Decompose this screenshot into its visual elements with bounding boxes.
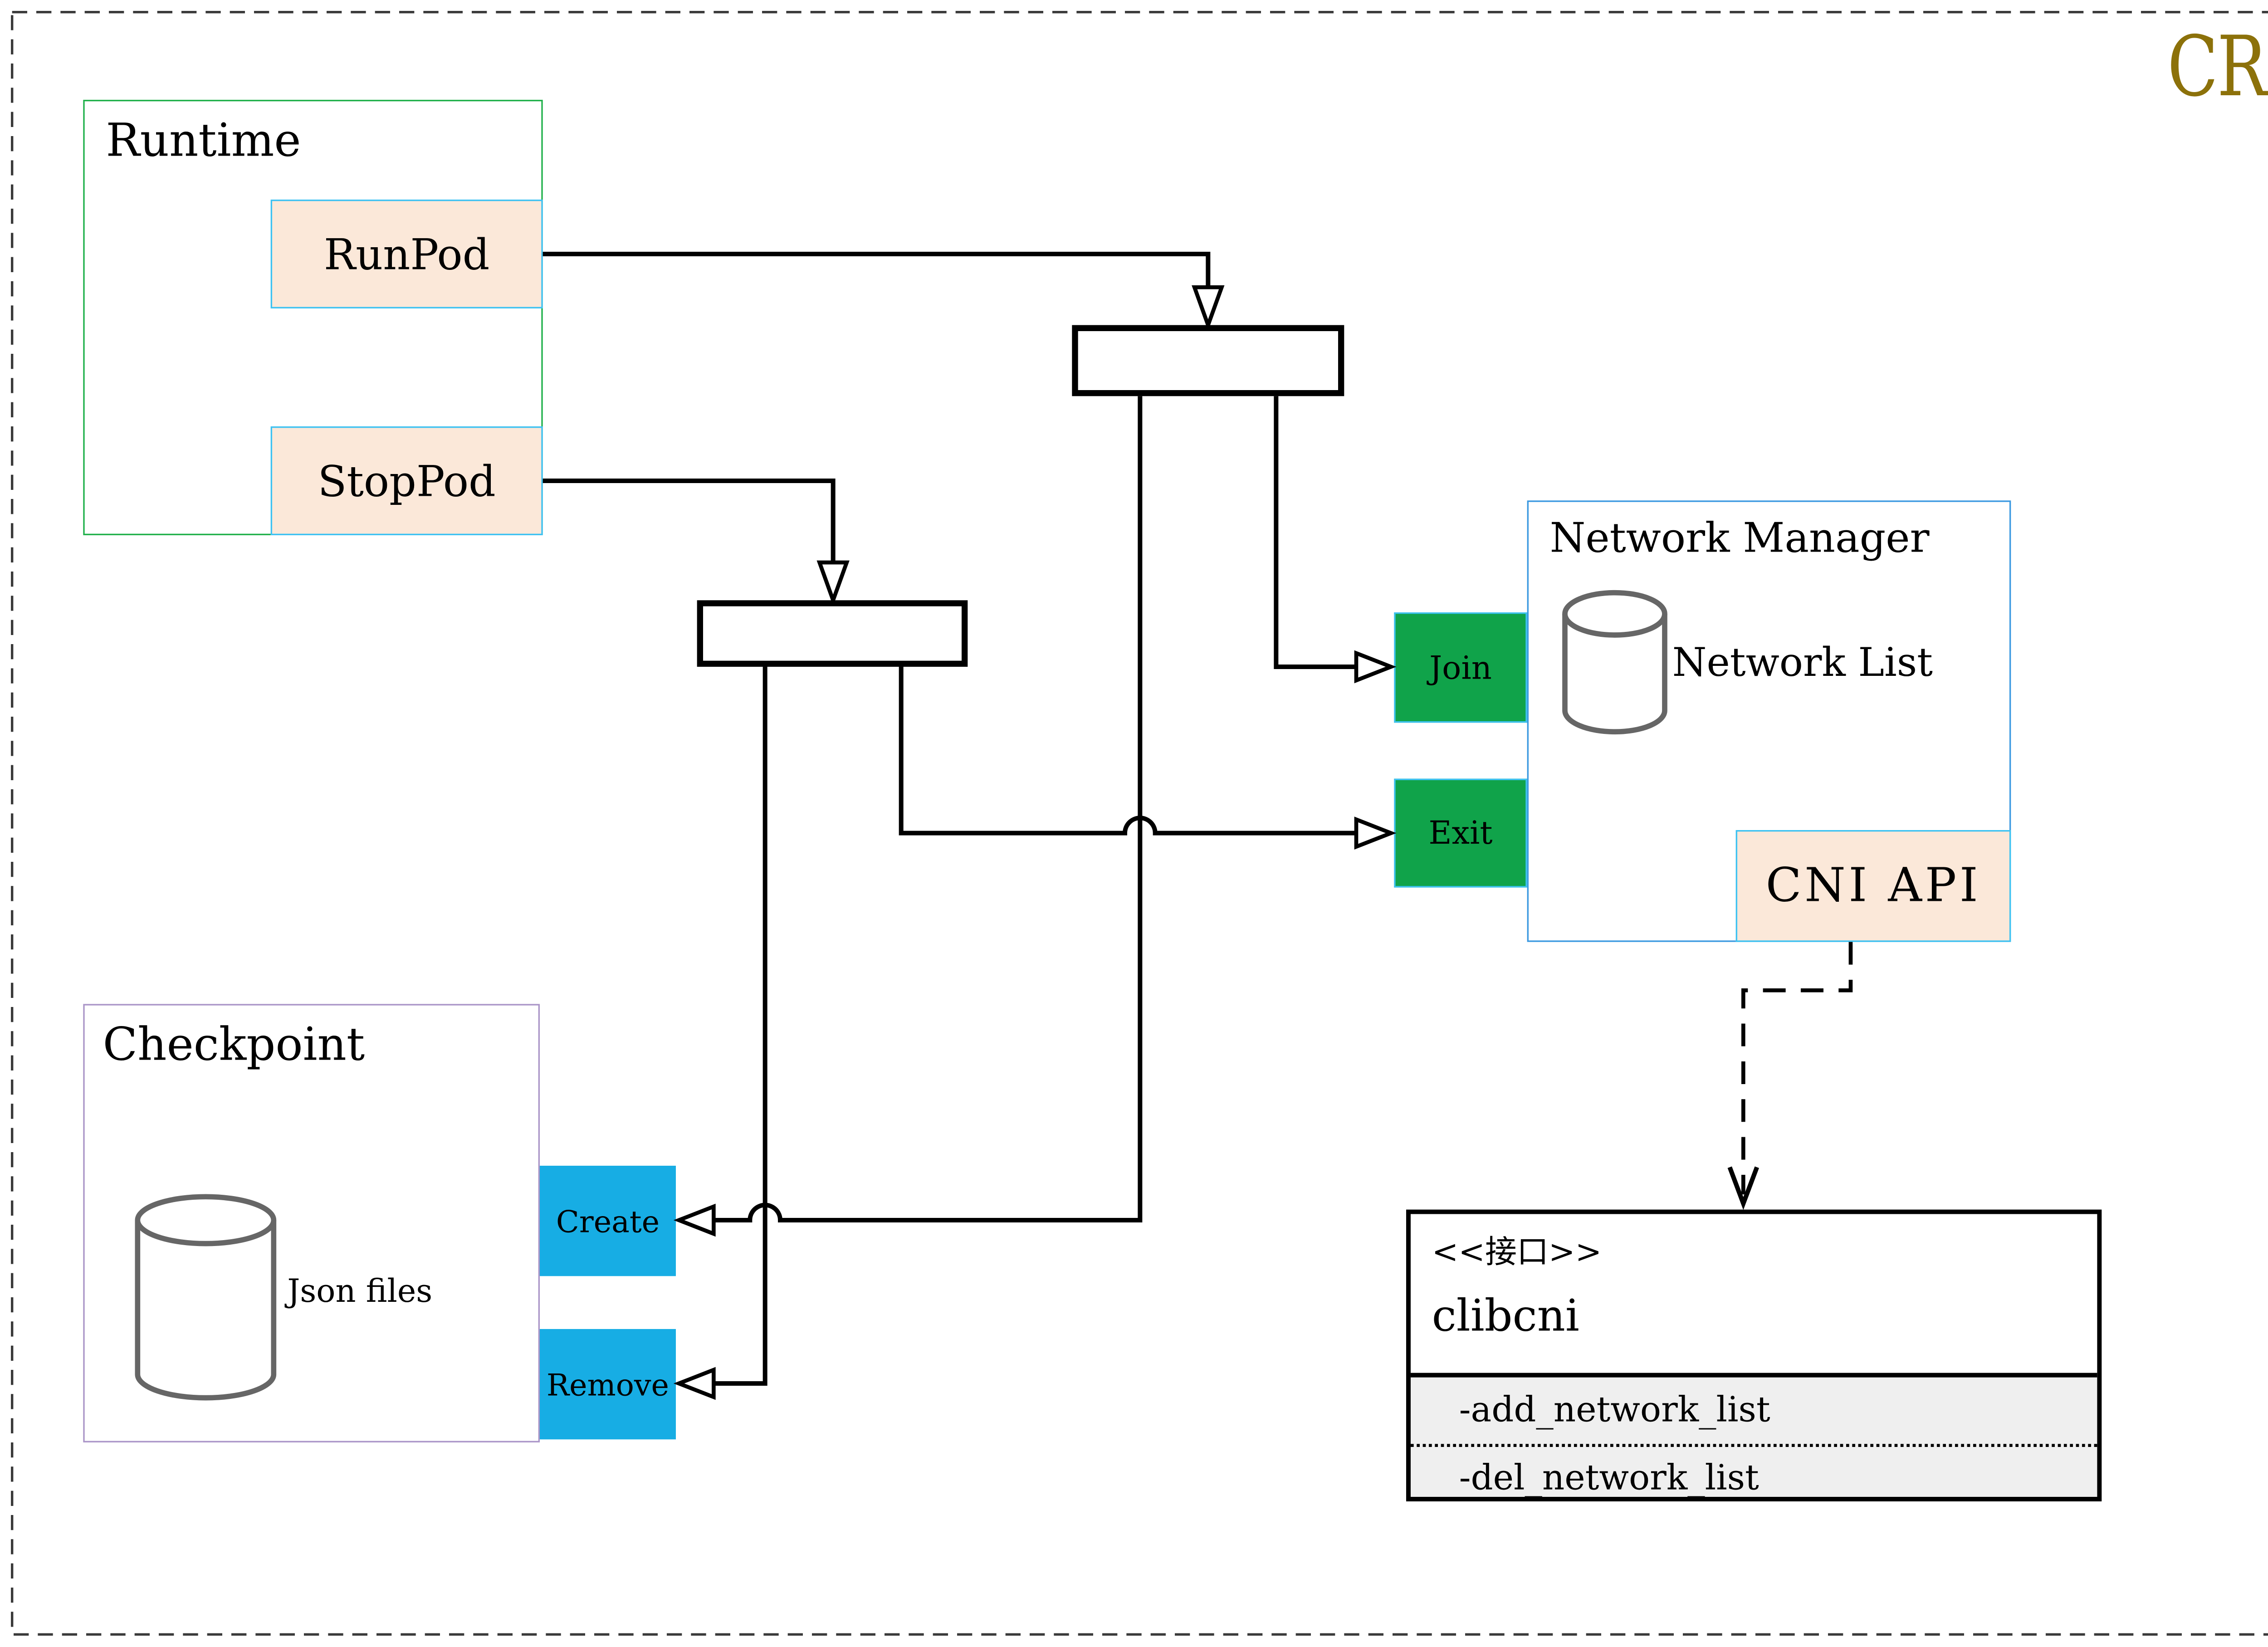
arrowhead-right-exit [1354,816,1397,850]
remove-node: Remove [539,1329,676,1440]
connector-bar2-to-remove [714,666,767,1386]
connector-bar1-to-join [1274,396,1358,669]
connector-stoppod-to-bar [543,478,836,564]
interface-stereotype: <<接口>> [1432,1233,1602,1270]
create-label: Create [556,1202,660,1239]
join-node: Join [1394,612,1527,723]
json-files-label: Json files [287,1273,433,1310]
cni-api-label: CNI API [1765,859,1981,914]
arrowhead-down-bar2 [816,560,850,606]
clibcni-interface-box: <<接口>> clibcni -add_network_list -del_ne… [1406,1209,2102,1501]
runtime-title: Runtime [106,115,301,168]
join-label: Join [1429,649,1492,686]
arrowhead-left-create [673,1203,716,1237]
connector-runpod-to-bar [543,251,1211,289]
runpod-node: RunPod [270,199,543,308]
network-list-label: Network List [1672,641,1933,687]
clibcni-name: clibcni [1432,1290,1579,1341]
create-node: Create [539,1165,676,1276]
checkpoint-title: Checkpoint [103,1019,365,1072]
arrowhead-right-join [1354,650,1397,684]
clibcni-method-section: -add_network_list -del_network_list [1410,1373,2097,1498]
arrowhead-down-bar1 [1192,285,1225,331]
cni-api-node: CNI API [1735,830,2011,942]
arrowhead-left-remove [673,1367,716,1400]
method-del-label: -del_network_list [1459,1458,1759,1498]
json-files-database-icon [135,1194,277,1401]
method-add-network-list: -add_network_list [1411,1378,2097,1444]
runpod-label: RunPod [323,229,490,279]
clibcni-header: <<接口>> clibcni [1410,1214,2097,1373]
arrowhead-open-clibcni [1727,1166,1759,1210]
stoppod-label: StopPod [318,455,496,506]
exit-node: Exit [1394,778,1527,888]
network-manager-title: Network Manager [1549,515,1930,562]
page-border [11,10,2268,1636]
connector-bar2-to-exit [899,666,1358,836]
junction-bar-run [1072,325,1344,396]
diagram-title: CRI [2167,18,2268,115]
network-list-database-icon [1562,590,1667,735]
method-del-network-list: -del_network_list [1410,1444,2097,1509]
method-add-label: -add_network_list [1459,1391,1770,1431]
connector-bar1-to-create [714,396,1143,1222]
remove-label: Remove [546,1366,670,1403]
stoppod-node: StopPod [270,426,543,535]
exit-label: Exit [1428,815,1493,851]
connector-cniapi-to-clibcni [1741,942,1853,1195]
